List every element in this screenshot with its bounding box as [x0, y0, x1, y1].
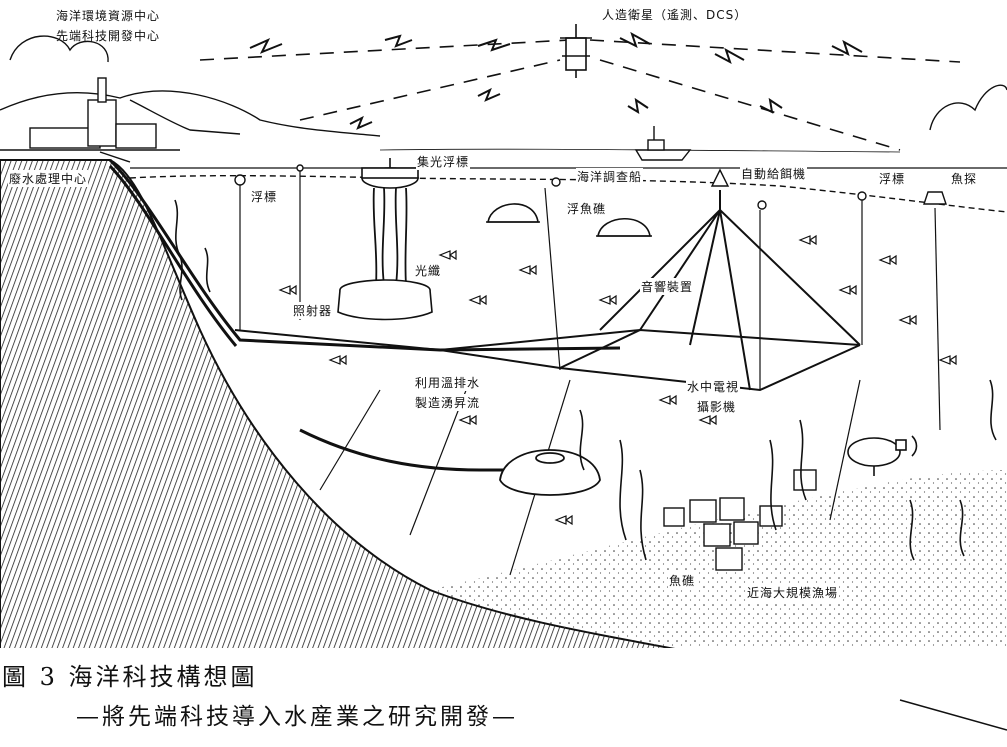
illuminator-icon	[337, 279, 433, 321]
light-collector-buoy-icon	[361, 158, 419, 189]
fish-reef-block-icons	[663, 469, 817, 571]
label-fish-reef: 魚礁	[668, 572, 697, 589]
fish-decoration	[278, 234, 957, 526]
submersible-icon	[847, 435, 918, 476]
clouds	[9, 35, 1007, 131]
label-large-fishing-ground: 近海大規模漁場	[746, 584, 840, 601]
signal-dashes	[199, 39, 961, 151]
net-cage-frame	[234, 190, 861, 392]
label-illuminator: 照射器	[292, 302, 334, 319]
label-float-right: 浮標	[878, 170, 907, 187]
label-survey-ship: 海洋調查船	[576, 168, 644, 185]
hills	[0, 90, 381, 137]
label-floating-reef: 浮魚礁	[566, 200, 608, 217]
coastal-facility-icon	[0, 77, 180, 163]
label-sound-device: 音響裝置	[640, 278, 695, 295]
label-auto-feeder: 自動給餌機	[740, 165, 808, 182]
label-center-line1: 海洋環境資源中心	[56, 9, 161, 23]
floating-reef-icons	[486, 203, 652, 237]
satellite-icon	[560, 24, 592, 78]
optical-fiber-bundle	[372, 187, 408, 286]
seabed-dome-icon	[499, 449, 601, 496]
mooring-lines	[239, 168, 941, 576]
caption-area	[0, 648, 1007, 747]
label-float-left: 浮標	[250, 188, 279, 205]
label-underwater-tv-2: 攝影機	[696, 398, 738, 415]
label-optical-fiber: 光纖	[414, 262, 443, 279]
label-fish-finder: 魚探	[950, 170, 979, 187]
label-drain-upwelling-2: 製造湧昇流	[414, 394, 482, 411]
label-wastewater-center: 廢水處理中心	[8, 170, 89, 187]
label-satellite: 人造衛星（遙測、DCS）	[602, 8, 748, 22]
label-drain-upwelling-1: 利用溫排水	[414, 374, 482, 391]
signal-lines	[249, 31, 863, 130]
label-underwater-tv-1: 水中電視	[686, 378, 741, 395]
figure-caption-subtitle: —將先端科技導入水産業之研究開發—	[76, 704, 518, 730]
sea-surface	[129, 148, 1007, 213]
label-light-buoy: 集光浮標	[416, 153, 471, 170]
figure-caption-title: 圖 3 海洋科技構想圖	[2, 663, 258, 691]
buoy-icons	[234, 164, 947, 210]
survey-ship-icon	[634, 126, 692, 161]
label-center-line2: 先端科技開發中心	[56, 29, 161, 43]
seaweed-decoration	[174, 199, 997, 561]
